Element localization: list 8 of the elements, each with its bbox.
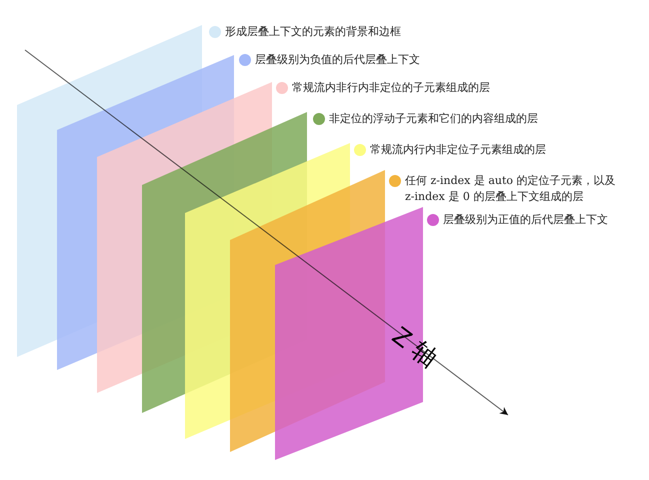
legend-text: 非定位的浮动子元素和它们的内容组成的层 [329,111,538,127]
legend-text: 层叠级别为正值的后代层叠上下文 [443,212,608,228]
legend-text: 任何 z-index 是 auto 的定位子元素，以及 z-index 是 0 的层叠上下文组成的层 [405,173,617,205]
legend-text: 常规流内行内非定位子元素组成的层 [370,142,546,158]
legend-text: 层叠级别为负值的后代层叠上下文 [255,52,420,68]
legend-text: 形成层叠上下文的元素的背景和边框 [225,24,401,40]
axis-label: Z 轴 [386,320,444,374]
legend-text: 常规流内非行内非定位的子元素组成的层 [292,80,490,96]
